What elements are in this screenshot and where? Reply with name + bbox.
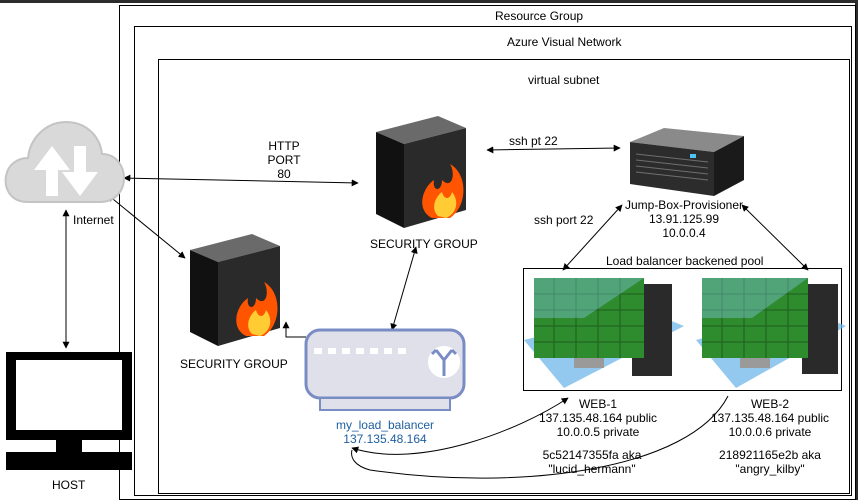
vnet-label: Azure Visual Network xyxy=(507,35,622,49)
backend-pool-label: Load balancer backened pool xyxy=(606,254,764,268)
server-icon xyxy=(630,128,744,196)
jumpbox-to-web1-link xyxy=(562,204,623,271)
web1-container-info: 5c52147355fa aka "lucid_hermann" xyxy=(528,448,656,476)
sg-center-label: SECURITY GROUP xyxy=(370,237,478,251)
web2-container-id: 218921165e2b aka xyxy=(719,448,821,462)
web2-alias: "angry_kilby" xyxy=(735,462,805,476)
http-line-1: HTTP xyxy=(268,139,300,153)
jumpbox-private-ip: 10.0.0.4 xyxy=(662,226,706,240)
canvas-right-edge xyxy=(855,0,858,500)
cloud-upload-download-icon xyxy=(4,120,126,203)
canvas-top-edge xyxy=(0,0,858,3)
cloud-to-sg-center-link xyxy=(123,174,359,187)
web1-alias: "lucid_hermann" xyxy=(548,462,636,476)
load-balancer-ip: 137.135.48.164 xyxy=(343,432,427,446)
jumpbox-name: Jump-Box-Provisioner xyxy=(624,198,744,212)
web2-to-lb-link xyxy=(351,395,729,479)
resource-group-label: Resource Group xyxy=(495,9,584,23)
jumpbox-info: Jump-Box-Provisioner 13.91.125.99 10.0.0… xyxy=(622,198,746,240)
jumpbox-public-ip: 13.91.125.99 xyxy=(648,212,720,226)
web1-public: 137.135.48.164 public xyxy=(538,411,658,425)
ssh-top-label: ssh pt 22 xyxy=(509,134,558,148)
sg-left-label: SECURITY GROUP xyxy=(180,357,288,371)
web2-private: 10.0.0.6 private xyxy=(728,425,812,439)
vm-icon xyxy=(524,278,684,388)
subnet-frame xyxy=(158,59,850,494)
http-port-label: HTTP PORT 80 xyxy=(262,139,306,181)
sg-center-to-jumpbox-link xyxy=(486,144,621,154)
monitor-icon xyxy=(6,352,132,470)
cloud-to-sg-left-link xyxy=(107,194,186,259)
sg-center-to-lb-link xyxy=(390,246,418,331)
host-label: HOST xyxy=(52,478,86,492)
web1-name: WEB-1 xyxy=(578,397,617,411)
load-balancer-icon xyxy=(304,328,466,411)
web2-name: WEB-2 xyxy=(750,397,789,411)
internet-label: Internet xyxy=(73,213,114,227)
firewall-icon xyxy=(376,116,466,228)
load-balancer-info: my_load_balancer 137.135.48.164 xyxy=(320,418,450,446)
web2-container-info: 218921165e2b aka "angry_kilby" xyxy=(706,448,834,476)
web1-private: 10.0.0.5 private xyxy=(556,425,640,439)
web1-to-lb-link xyxy=(351,397,569,455)
load-balancer-name: my_load_balancer xyxy=(335,418,435,432)
web1-info: WEB-1 137.135.48.164 public 10.0.0.5 pri… xyxy=(528,397,668,439)
vnet-frame xyxy=(134,26,852,496)
ssh-port-label: ssh port 22 xyxy=(534,213,594,227)
web2-info: WEB-2 137.135.48.164 public 10.0.0.6 pri… xyxy=(700,397,840,439)
http-line-3: 80 xyxy=(277,167,291,181)
web2-public: 137.135.48.164 public xyxy=(710,411,830,425)
subnet-label: virtual subnet xyxy=(528,73,600,87)
backend-pool-frame xyxy=(523,268,842,391)
http-line-2: PORT xyxy=(267,153,301,167)
lb-to-sg-left-link xyxy=(282,321,306,338)
jumpbox-to-web2-link xyxy=(741,204,809,271)
vm-icon xyxy=(696,278,846,388)
web1-container-id: 5c52147355fa aka xyxy=(542,448,642,462)
firewall-icon xyxy=(190,234,280,346)
